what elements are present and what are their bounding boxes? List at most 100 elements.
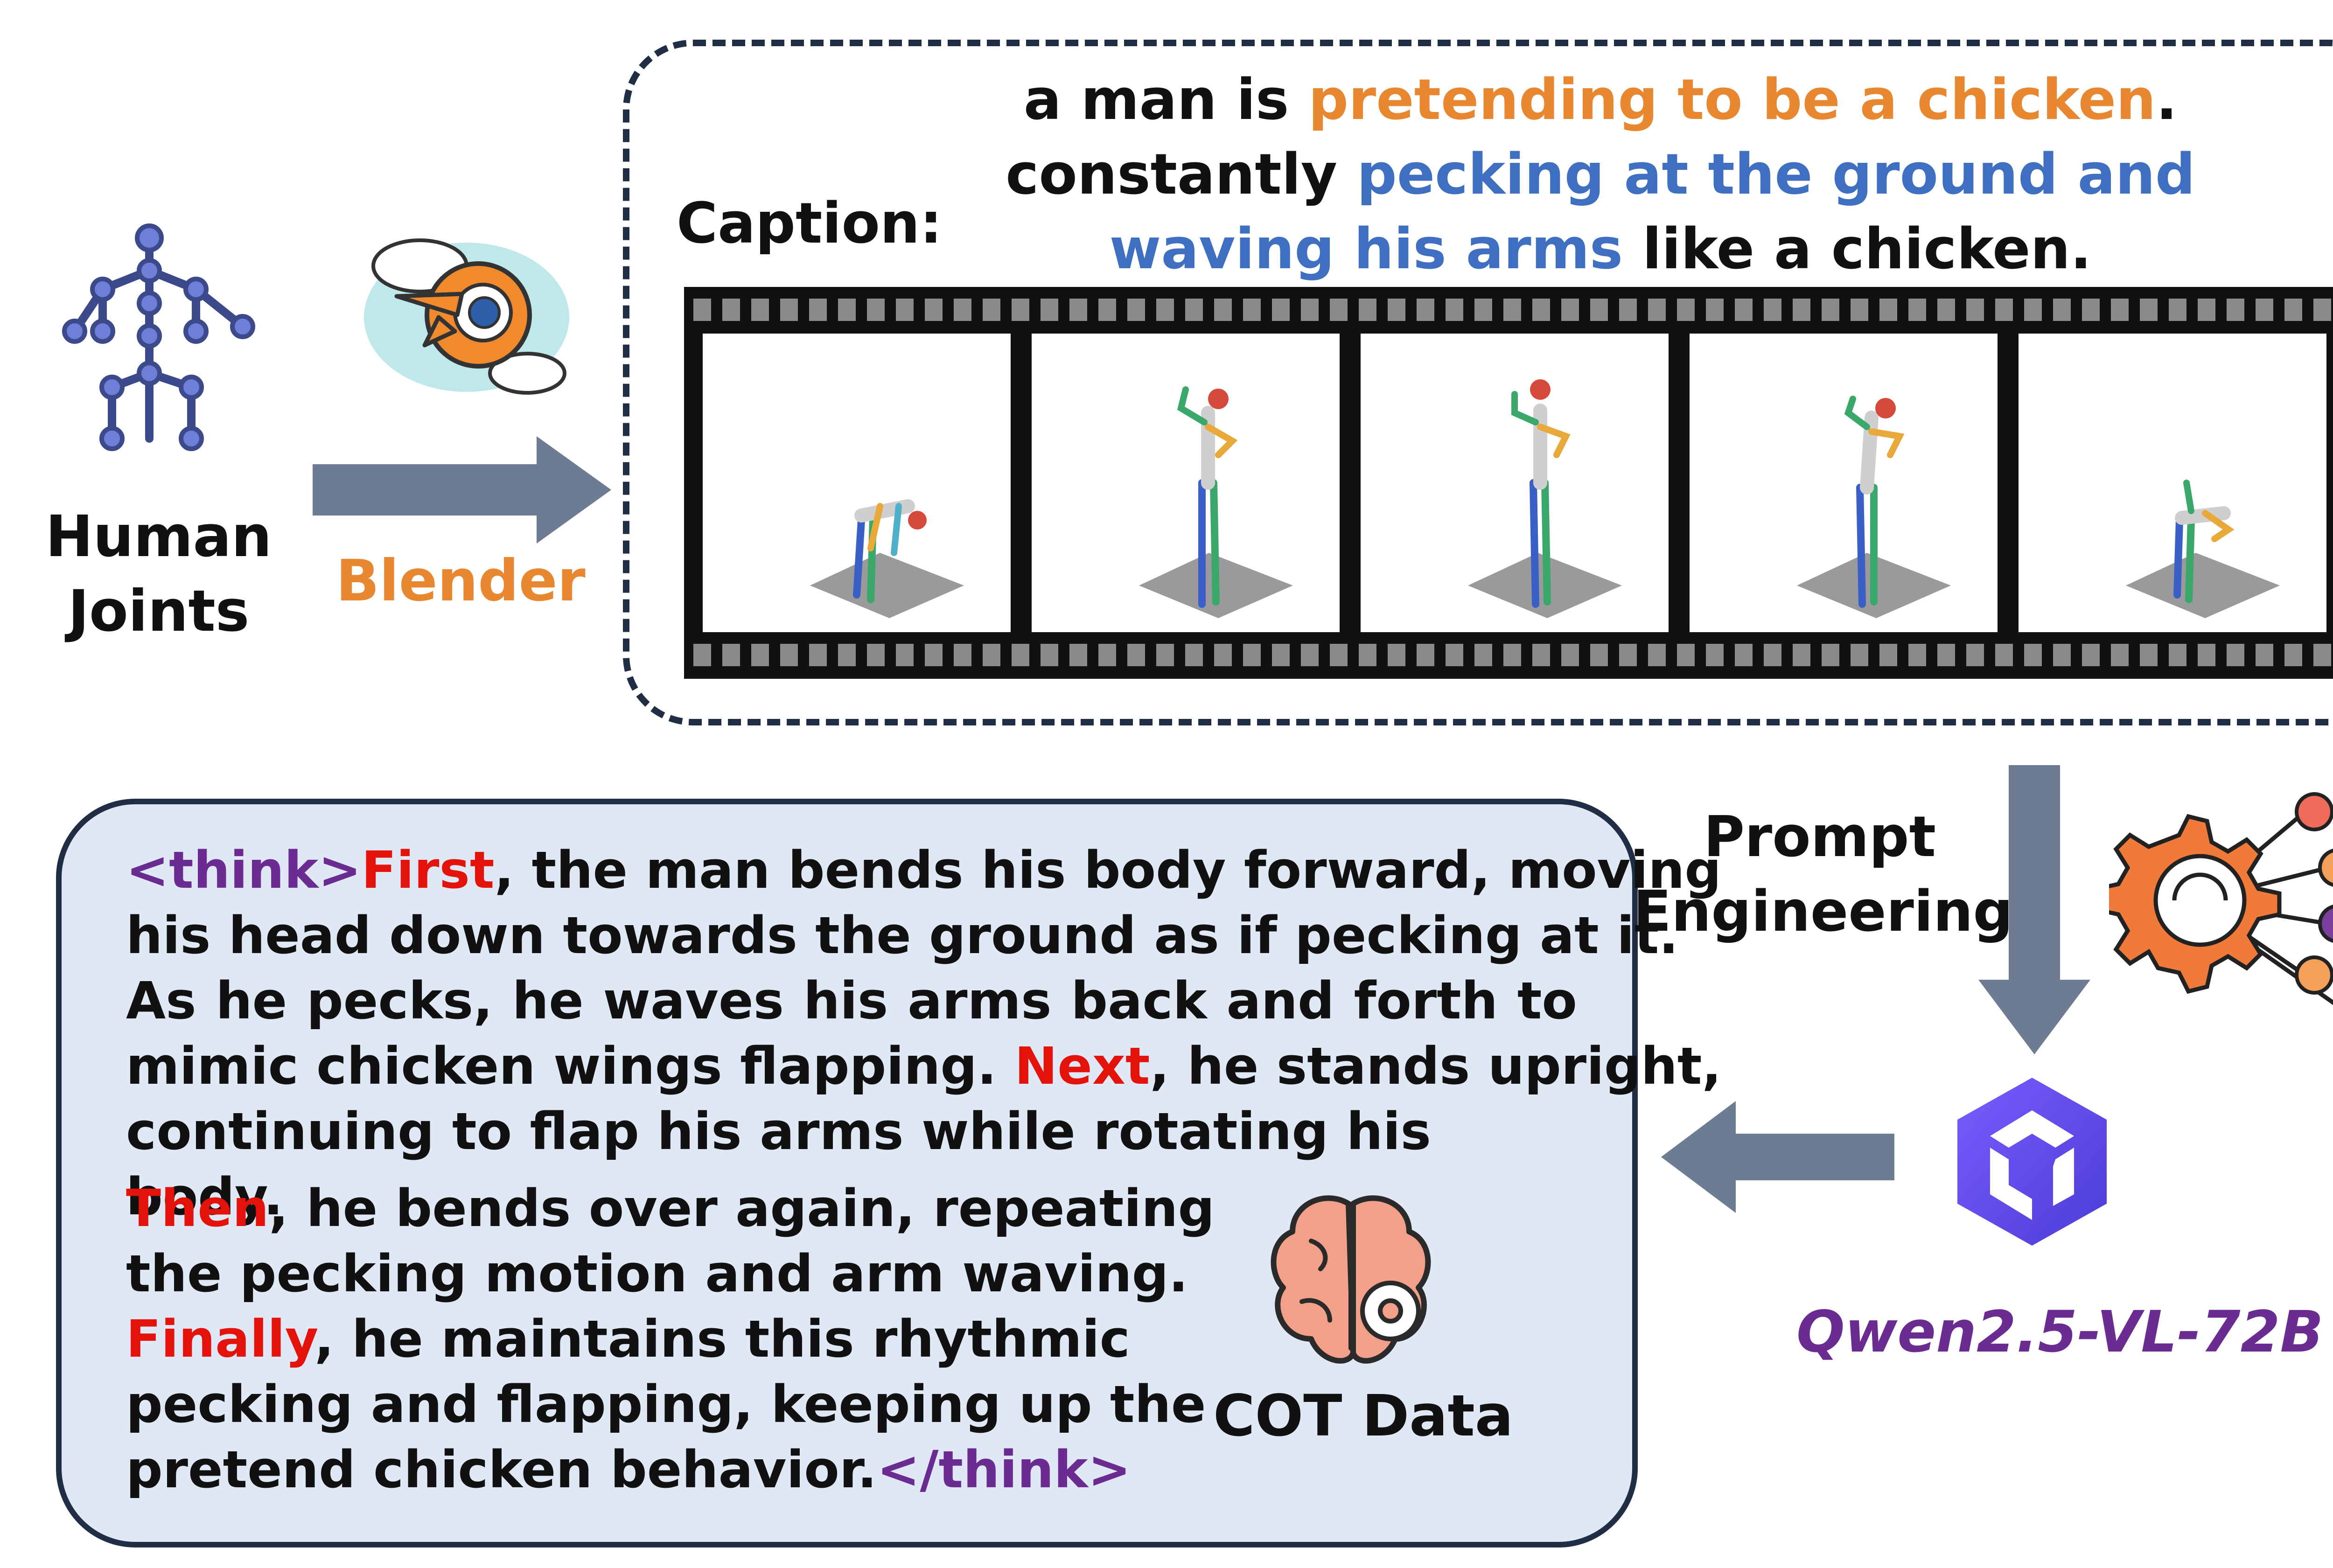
sprocket-hole: [1127, 299, 1145, 321]
sprocket-hole: [2053, 644, 2071, 666]
sprocket-hole: [1793, 644, 1810, 666]
sprocket-hole: [1619, 644, 1637, 666]
sprocket-hole: [1012, 644, 1029, 666]
sprocket-hole: [2111, 644, 2129, 666]
film-sprocket-holes: [693, 299, 2331, 666]
sprocket-hole: [2198, 644, 2215, 666]
sprocket-hole: [1127, 644, 1145, 666]
sprocket-hole: [809, 299, 827, 321]
sprocket-hole: [2284, 644, 2302, 666]
sprocket-hole: [1706, 299, 1724, 321]
sprocket-hole: [1503, 299, 1521, 321]
cot-line-8: Finally, he maintains this rhythmic: [126, 1309, 1130, 1369]
sprocket-hole: [1156, 299, 1174, 321]
sprocket-hole: [1735, 299, 1753, 321]
sprocket-hole: [925, 299, 943, 321]
sprocket-hole: [1735, 644, 1753, 666]
sprocket-hole: [954, 644, 971, 666]
cot-line-7: the pecking motion and arm waving.: [126, 1244, 1188, 1303]
sprocket-hole: [1995, 299, 2013, 321]
sprocket-hole: [1417, 299, 1434, 321]
sprocket-hole: [2053, 299, 2071, 321]
sprocket-hole: [1446, 644, 1463, 666]
sprocket-hole: [867, 644, 885, 666]
sprocket-hole: [1648, 644, 1666, 666]
sprocket-hole: [1764, 299, 1781, 321]
sprocket-hole: [1532, 644, 1550, 666]
sprocket-hole: [1677, 644, 1695, 666]
sprocket-hole: [1156, 644, 1174, 666]
cot-line-1: <think>First, the man bends his body for…: [126, 840, 1722, 900]
sprocket-hole: [2082, 299, 2100, 321]
sprocket-hole: [693, 644, 711, 666]
sprocket-hole: [983, 299, 1000, 321]
sprocket-hole: [722, 644, 740, 666]
sprocket-hole: [1532, 299, 1550, 321]
sprocket-hole: [2140, 644, 2158, 666]
sprocket-hole: [751, 299, 769, 321]
sprocket-hole: [1243, 644, 1261, 666]
motion-frames-figures: [810, 379, 2280, 618]
sprocket-hole: [1937, 299, 1955, 321]
sprocket-hole: [1966, 299, 1984, 321]
blender-label: Blender: [336, 548, 586, 614]
sprocket-hole: [722, 299, 740, 321]
sprocket-hole: [1822, 644, 1839, 666]
sprocket-hole: [1648, 299, 1666, 321]
cot-line-6: Then, he bends over again, repeating: [126, 1178, 1215, 1238]
sprocket-hole: [1851, 644, 1868, 666]
sprocket-hole: [1041, 644, 1058, 666]
sprocket-hole: [1590, 299, 1608, 321]
sprocket-hole: [1561, 644, 1579, 666]
down-arrow-to-qwen: [1978, 765, 2090, 1054]
sprocket-hole: [2256, 299, 2273, 321]
sprocket-hole: [1677, 299, 1695, 321]
brain-gear-icon: [1271, 1195, 1431, 1364]
skeleton-icon: [62, 223, 255, 451]
sprocket-hole: [2227, 644, 2244, 666]
sprocket-hole: [1272, 299, 1290, 321]
sprocket-hole: [2169, 299, 2186, 321]
sprocket-hole: [1879, 644, 1897, 666]
human-joints-label: Human Joints: [45, 503, 272, 644]
sprocket-hole: [1417, 644, 1434, 666]
sprocket-hole: [1995, 644, 2013, 666]
sprocket-hole: [1706, 644, 1724, 666]
sprocket-hole: [1098, 299, 1116, 321]
sprocket-hole: [2227, 299, 2244, 321]
sprocket-hole: [1359, 299, 1376, 321]
sprocket-hole: [809, 644, 827, 666]
sprocket-hole: [925, 644, 943, 666]
right-arrow-to-caption: [313, 436, 611, 544]
cot-line-10: pretend chicken behavior.</think>: [126, 1440, 1131, 1499]
prompt-engineering-label: Prompt Engineering: [1633, 805, 2013, 944]
sprocket-hole: [1879, 299, 1897, 321]
sprocket-hole: [1503, 644, 1521, 666]
sprocket-hole: [1214, 299, 1232, 321]
sprocket-hole: [1069, 644, 1087, 666]
sprocket-hole: [896, 644, 914, 666]
sprocket-hole: [1937, 644, 1955, 666]
sprocket-hole: [838, 644, 856, 666]
sprocket-hole: [1908, 644, 1926, 666]
caption-panel: [623, 40, 2333, 725]
model-label: Qwen2.5-VL-72B: [1796, 1299, 2324, 1365]
sprocket-hole: [1793, 299, 1810, 321]
cot-data-label: COT Data: [1213, 1383, 1514, 1449]
sprocket-hole: [2111, 299, 2129, 321]
sprocket-hole: [2082, 644, 2100, 666]
cot-line-9: pecking and flapping, keeping up the: [126, 1374, 1206, 1434]
left-arrow-to-cot: [1661, 1101, 1894, 1213]
sprocket-hole: [1185, 299, 1203, 321]
sprocket-hole: [2313, 299, 2331, 321]
sprocket-hole: [1474, 644, 1492, 666]
sprocket-hole: [1359, 644, 1376, 666]
sprocket-hole: [2024, 299, 2042, 321]
sprocket-hole: [1098, 644, 1116, 666]
sprocket-hole: [1330, 644, 1348, 666]
sprocket-hole: [2169, 644, 2186, 666]
caption-line-3: waving his arms like a chicken.: [1109, 217, 2092, 282]
sprocket-hole: [2198, 299, 2215, 321]
sprocket-hole: [838, 299, 856, 321]
sprocket-hole: [1851, 299, 1868, 321]
